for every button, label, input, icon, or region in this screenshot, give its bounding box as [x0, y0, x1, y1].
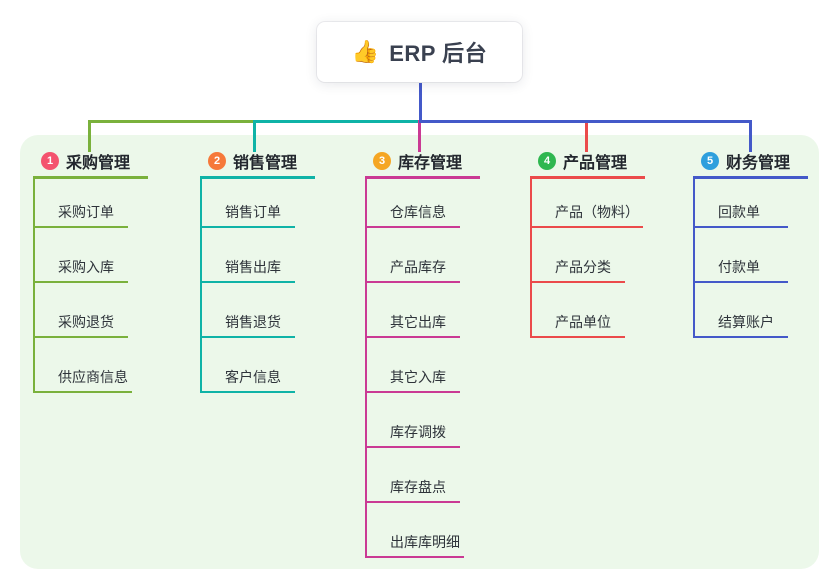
- child-node[interactable]: 销售退货: [202, 283, 295, 338]
- branch-label: 销售管理: [233, 155, 298, 172]
- branch-number-badge: 1: [41, 152, 59, 170]
- child-node-label: 采购入库: [58, 259, 114, 275]
- child-node[interactable]: 销售出库: [202, 228, 295, 283]
- child-node-label: 仓库信息: [390, 204, 446, 220]
- child-node[interactable]: 采购退货: [35, 283, 128, 338]
- branch-children: 产品（物料） 产品分类 产品单位: [530, 179, 643, 338]
- child-node-label: 产品（物料）: [555, 204, 639, 220]
- child-node[interactable]: 产品单位: [532, 283, 625, 338]
- branch-header[interactable]: 3 库存管理: [365, 146, 480, 179]
- child-node-label: 产品分类: [555, 259, 611, 275]
- child-node-label: 其它出库: [390, 314, 446, 330]
- branch-children: 仓库信息 产品库存 其它出库 其它入库 库存调拨 库存盘点 出库库明细: [365, 179, 464, 558]
- child-node-label: 采购订单: [58, 204, 114, 220]
- branch-children: 采购订单 采购入库 采购退货 供应商信息: [33, 179, 132, 393]
- child-node-label: 付款单: [718, 259, 760, 275]
- child-node[interactable]: 其它出库: [367, 283, 460, 338]
- child-node[interactable]: 供应商信息: [35, 338, 132, 393]
- child-node[interactable]: 回款单: [695, 179, 788, 228]
- child-node[interactable]: 库存盘点: [367, 448, 460, 503]
- branch-label: 财务管理: [726, 155, 791, 172]
- child-node-label: 采购退货: [58, 314, 114, 330]
- child-node-label: 结算账户: [718, 314, 774, 330]
- branch-number-badge: 2: [208, 152, 226, 170]
- child-node[interactable]: 付款单: [695, 228, 788, 283]
- thumbs-up-icon: 👍: [351, 39, 380, 64]
- child-node[interactable]: 产品分类: [532, 228, 625, 283]
- branch-label: 产品管理: [563, 155, 628, 172]
- branch-number-badge: 3: [373, 152, 391, 170]
- child-node-label: 销售订单: [225, 204, 281, 220]
- child-node-label: 销售退货: [225, 314, 281, 330]
- child-node[interactable]: 产品（物料）: [532, 179, 643, 228]
- branch-node: 4 产品管理 产品（物料） 产品分类 产品单位: [530, 146, 645, 338]
- branch-number-badge: 4: [538, 152, 556, 170]
- child-node[interactable]: 产品库存: [367, 228, 460, 283]
- branch-header[interactable]: 2 销售管理: [200, 146, 315, 179]
- child-node-label: 产品单位: [555, 314, 611, 330]
- child-node[interactable]: 采购入库: [35, 228, 128, 283]
- branch-label: 采购管理: [66, 155, 131, 172]
- branch-children: 销售订单 销售出库 销售退货 客户信息: [200, 179, 295, 393]
- child-node-label: 销售出库: [225, 259, 281, 275]
- branch-header[interactable]: 1 采购管理: [33, 146, 148, 179]
- child-node-label: 供应商信息: [58, 369, 128, 385]
- child-node-label: 其它入库: [390, 369, 446, 385]
- root-node[interactable]: 👍 ERP 后台: [317, 22, 522, 82]
- branch-header[interactable]: 5 财务管理: [693, 146, 808, 179]
- branch-number-badge: 5: [701, 152, 719, 170]
- child-node[interactable]: 销售订单: [202, 179, 295, 228]
- child-node-label: 回款单: [718, 204, 760, 220]
- child-node-label: 客户信息: [225, 369, 281, 385]
- child-node[interactable]: 客户信息: [202, 338, 295, 393]
- branch-node: 5 财务管理 回款单 付款单 结算账户: [693, 146, 808, 338]
- branch-label: 库存管理: [398, 155, 463, 172]
- child-node-label: 库存调拨: [390, 424, 446, 440]
- root-node-label: ERP 后台: [389, 41, 488, 66]
- branch-node: 2 销售管理 销售订单 销售出库 销售退货 客户信息: [200, 146, 315, 393]
- branch-children: 回款单 付款单 结算账户: [693, 179, 788, 338]
- child-node[interactable]: 库存调拨: [367, 393, 460, 448]
- child-node[interactable]: 仓库信息: [367, 179, 460, 228]
- child-node-label: 库存盘点: [390, 479, 446, 495]
- child-node-label: 产品库存: [390, 259, 446, 275]
- child-node[interactable]: 出库库明细: [367, 503, 464, 558]
- child-node[interactable]: 结算账户: [695, 283, 788, 338]
- child-node[interactable]: 其它入库: [367, 338, 460, 393]
- child-node-label: 出库库明细: [390, 534, 460, 550]
- branch-node: 3 库存管理 仓库信息 产品库存 其它出库 其它入库 库存调拨 库存盘点 出库库…: [365, 146, 480, 558]
- branches-panel: [20, 135, 819, 569]
- branch-node: 1 采购管理 采购订单 采购入库 采购退货 供应商信息: [33, 146, 148, 393]
- child-node[interactable]: 采购订单: [35, 179, 128, 228]
- branch-header[interactable]: 4 产品管理: [530, 146, 645, 179]
